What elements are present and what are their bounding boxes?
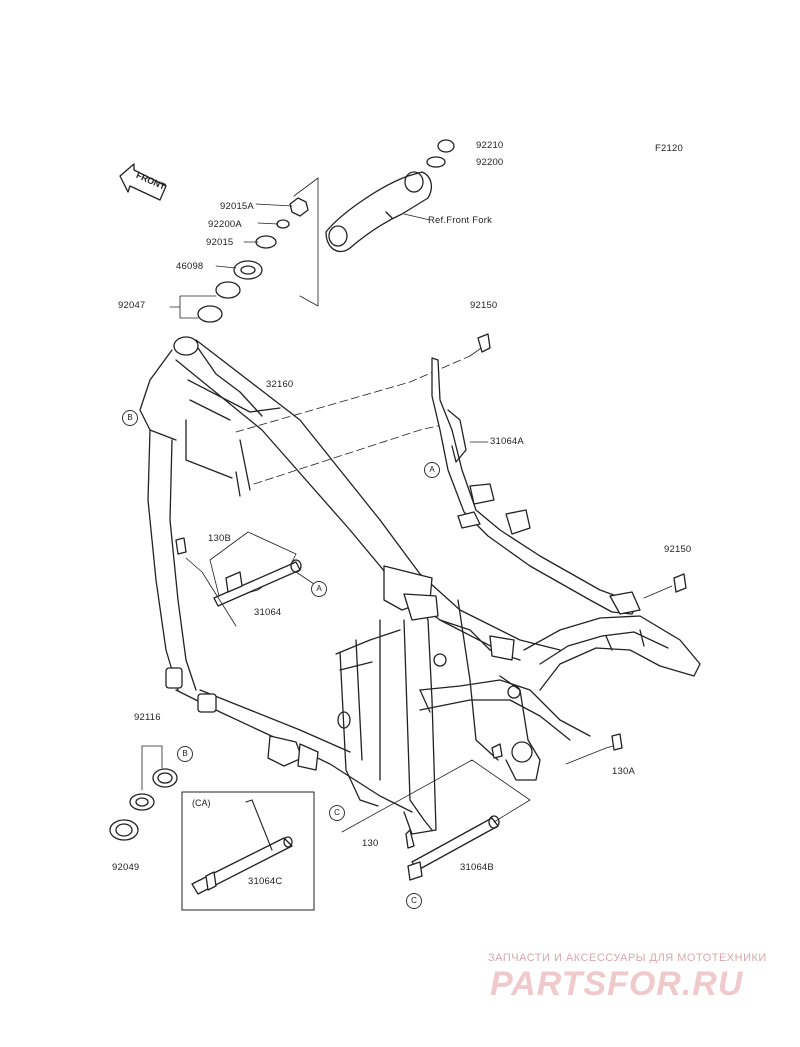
crossbar-31064-drawing (175, 531, 315, 627)
part-label-32160: 32160 (266, 379, 294, 390)
part-label-92015: 92015 (206, 237, 234, 248)
marker-c-frame: C (329, 805, 345, 821)
lower-tube-31064B-drawing (341, 733, 623, 881)
part-label-92049: 92049 (112, 862, 140, 873)
watermark-brand-logo: PARTSFOR.RU (490, 965, 744, 1003)
part-label-92210: 92210 (476, 140, 504, 151)
watermark-tagline: ЗАПЧАСТИ И АКСЕССУАРЫ ДЛЯ МОТОТЕХНИКИ (488, 952, 767, 964)
ref-front-fork-text: Ref.Front Fork (428, 215, 493, 226)
marker-a-rail: A (424, 462, 440, 478)
ca-inset-box (181, 791, 315, 911)
right-rail-drawing (431, 333, 687, 615)
part-label-92015A: 92015A (220, 201, 254, 212)
svg-text:FRONT: FRONT (135, 170, 168, 192)
frame-main-drawing (139, 336, 701, 835)
nut-washer-drawing (109, 745, 178, 841)
part-label-31064A: 31064A (490, 436, 524, 447)
marker-c-tube: C (406, 893, 422, 909)
part-label-92150-right: 92150 (664, 544, 692, 555)
marker-a-crossbar: A (311, 581, 327, 597)
bearing-stack-drawing (169, 177, 319, 323)
steering-stem-drawing (325, 139, 455, 253)
marker-b-head: B (122, 410, 138, 426)
part-label-92047: 92047 (118, 300, 146, 311)
part-label-92150-top: 92150 (470, 300, 498, 311)
part-label-92116: 92116 (134, 712, 161, 723)
diagram-code: F2120 (655, 143, 683, 154)
part-label-130B: 130B (208, 533, 231, 544)
part-label-130: 130 (362, 838, 379, 849)
ca-box-label: (CA) (192, 798, 211, 808)
front-arrow-icon (119, 163, 167, 201)
part-label-130A: 130A (612, 766, 635, 777)
part-label-46098: 46098 (176, 261, 204, 272)
part-label-92200: 92200 (476, 157, 504, 168)
front-arrow-label: FRONT (135, 170, 168, 192)
part-label-31064C: 31064C (248, 876, 283, 887)
part-label-92200A: 92200A (208, 219, 242, 230)
part-label-31064B: 31064B (460, 862, 494, 873)
part-label-31064: 31064 (254, 607, 282, 618)
marker-b-washer: B (177, 746, 193, 762)
